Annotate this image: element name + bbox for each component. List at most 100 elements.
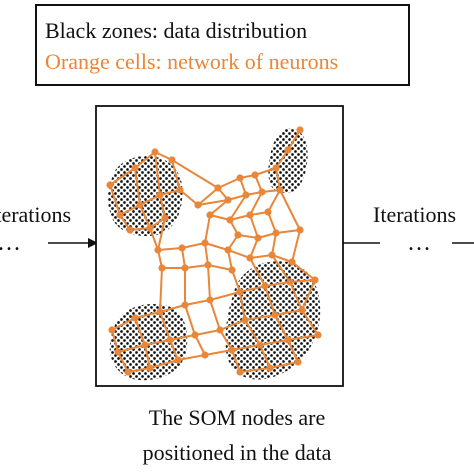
neuron-link <box>264 285 276 316</box>
neuron-link <box>231 269 241 293</box>
neuron-node <box>154 246 162 254</box>
neuron-node <box>181 264 189 272</box>
neuron-node <box>156 191 164 199</box>
neuron-node <box>194 201 202 209</box>
neuron-link <box>139 204 151 229</box>
neuron-node <box>168 156 176 164</box>
neuron-node <box>116 211 124 219</box>
neuron-link <box>259 344 271 369</box>
neuron-node <box>284 146 292 154</box>
neuron-node <box>288 258 296 266</box>
neuron-link <box>229 194 247 221</box>
neuron-link <box>184 299 211 306</box>
neuron-node <box>224 246 232 254</box>
neuron-link <box>204 349 233 356</box>
neuron-link <box>109 184 121 216</box>
neuron-node <box>181 301 189 309</box>
neuron-node <box>314 331 322 339</box>
neuron-link <box>134 317 146 346</box>
neuron-node <box>234 231 242 239</box>
neuron-node <box>228 266 236 274</box>
neuron-link <box>217 177 241 189</box>
neuron-node <box>131 314 139 322</box>
neuron-node <box>261 282 269 290</box>
neuron-link <box>264 281 291 287</box>
neuron-link <box>209 299 221 331</box>
neuron-link <box>207 264 233 271</box>
neuron-node <box>191 331 199 339</box>
neuron-link <box>159 267 163 313</box>
neuron-link <box>291 261 316 281</box>
neuron-node <box>226 216 234 224</box>
neuron-link <box>274 309 303 316</box>
legend-data-distribution: Black zones: data distribution <box>45 18 308 43</box>
neuron-node <box>296 226 304 234</box>
neuron-node <box>201 351 209 359</box>
neuron-link <box>157 217 166 251</box>
neuron-link <box>197 187 219 206</box>
neuron-link <box>271 232 277 256</box>
neuron-node <box>254 234 262 242</box>
neuron-link <box>159 194 166 219</box>
caption-line-1: The SOM nodes are <box>148 405 326 430</box>
neuron-link <box>149 359 179 369</box>
neuron-node <box>201 239 209 247</box>
neuron-link <box>134 151 156 169</box>
neuron-link <box>239 367 271 373</box>
neuron-network <box>106 126 322 376</box>
neuron-link <box>274 314 289 341</box>
neuron-link <box>111 329 119 353</box>
neuron-link <box>159 311 171 341</box>
neuron-link <box>127 367 151 373</box>
neuron-node <box>158 264 166 272</box>
neuron-link <box>239 291 246 321</box>
neuron-node <box>166 336 174 344</box>
neuron-node <box>242 191 250 199</box>
neuron-node <box>268 251 276 259</box>
neuron-node <box>236 174 244 182</box>
neuron-link <box>179 189 199 206</box>
neuron-node <box>286 278 294 286</box>
neuron-link <box>267 211 277 234</box>
neuron-link <box>301 309 319 336</box>
neuron-link <box>177 354 206 361</box>
neuron-node <box>214 184 222 192</box>
neuron-link <box>249 191 263 216</box>
neuron-link <box>159 304 186 313</box>
neuron-link <box>219 329 233 351</box>
neuron-link <box>134 311 161 319</box>
data-cluster-bottom-left <box>109 304 188 381</box>
neuron-node <box>276 186 284 194</box>
neuron-link <box>194 334 206 356</box>
neuron-node <box>272 164 280 172</box>
neuron-node <box>174 356 182 364</box>
neuron-link <box>267 189 281 213</box>
neuron-link <box>269 361 299 369</box>
neuron-node <box>106 181 114 189</box>
neuron-link <box>171 159 219 189</box>
neuron-link <box>194 329 221 336</box>
neuron-link <box>149 227 159 251</box>
data-cluster-top-left <box>107 156 183 237</box>
neuron-link <box>227 249 251 259</box>
neuron-link <box>275 167 281 191</box>
neuron-link <box>184 304 196 336</box>
neuron-link <box>287 339 299 363</box>
neuron-link <box>249 214 259 239</box>
neuron-node <box>108 326 116 334</box>
neuron-node <box>216 326 224 334</box>
neuron-node <box>311 276 319 284</box>
neuron-node <box>131 164 139 172</box>
neuron-node <box>206 211 214 219</box>
ellipsis-right: ... <box>408 230 432 256</box>
neuron-link <box>134 167 141 206</box>
iterations-right-label: Iterations <box>373 202 457 227</box>
neuron-link <box>197 199 229 206</box>
neuron-node <box>246 211 254 219</box>
neuron-link <box>111 317 136 331</box>
legend-neuron-network: Orange cells: network of neurons <box>45 49 339 74</box>
neuron-link <box>119 204 141 216</box>
neuron-node <box>176 186 184 194</box>
neuron-node <box>228 346 236 354</box>
